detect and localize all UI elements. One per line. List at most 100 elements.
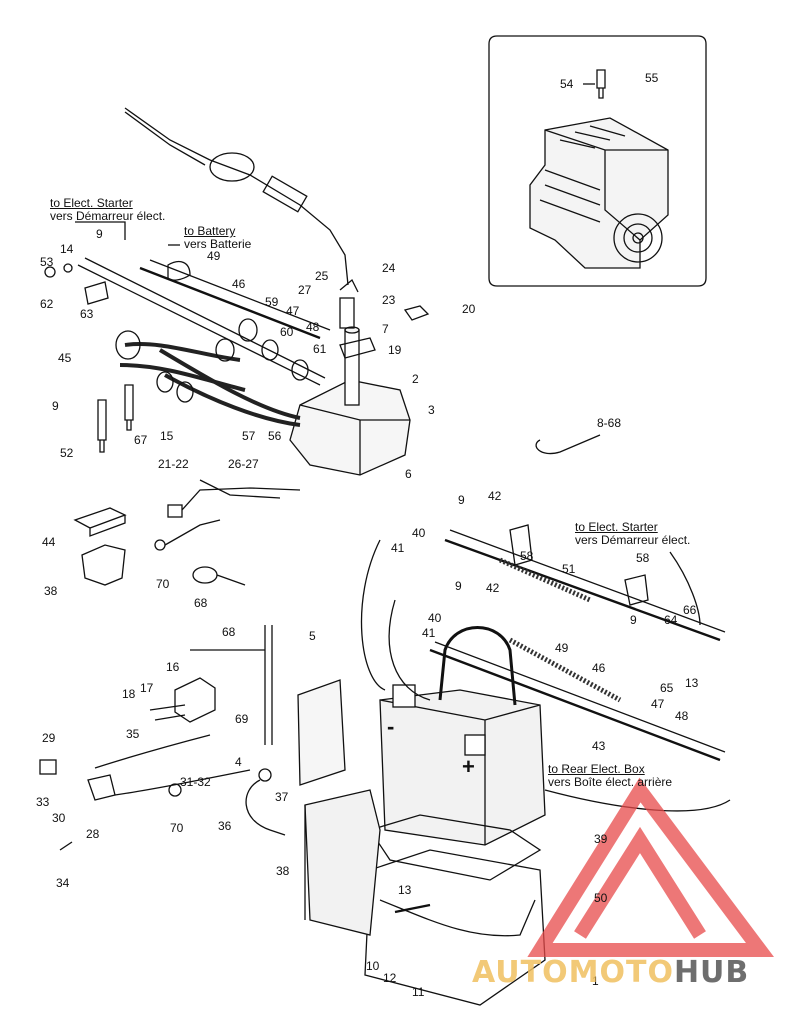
- callout-40: 40: [412, 526, 426, 540]
- callout-38: 38: [44, 584, 58, 598]
- engine-block: [529, 117, 669, 269]
- callout-58: 58: [520, 549, 534, 563]
- callout-65: 65: [660, 681, 674, 695]
- callout-34: 34: [56, 876, 70, 890]
- callout-10: 10: [366, 959, 380, 973]
- callout-41: 41: [391, 541, 405, 555]
- callout-45: 45: [58, 351, 72, 365]
- callout-70: 70: [156, 577, 170, 591]
- callout-35: 35: [126, 727, 140, 741]
- callout-17: 17: [140, 681, 154, 695]
- callout-49: 49: [207, 249, 221, 263]
- callout-68: 68: [222, 625, 236, 639]
- callout-48: 48: [675, 709, 689, 723]
- temperature-sensor: [596, 69, 606, 99]
- callout-15: 15: [160, 429, 174, 443]
- callout-53: 53: [40, 255, 54, 269]
- callout-33: 33: [36, 795, 50, 809]
- callout-47: 47: [286, 304, 300, 318]
- callout-8-68: 8-68: [597, 416, 622, 430]
- callout-39: 39: [594, 832, 608, 846]
- callout-62: 62: [40, 297, 54, 311]
- callout-69: 69: [235, 712, 249, 726]
- bracket-38: [81, 544, 126, 586]
- callout-27: 27: [298, 283, 312, 297]
- callout-20: 20: [462, 302, 476, 316]
- callout-52: 52: [60, 446, 74, 460]
- tie-strap: [535, 434, 601, 455]
- callout-6: 6: [405, 467, 412, 481]
- callout-36: 36: [218, 819, 232, 833]
- callout-42: 42: [488, 489, 502, 503]
- battery: [379, 689, 546, 846]
- battery-box: [304, 789, 381, 936]
- callout-26-27: 26-27: [228, 457, 259, 471]
- fuse-holder: [73, 507, 127, 537]
- callout-13: 13: [398, 883, 412, 897]
- callout-29: 29: [42, 731, 56, 745]
- battery-positive-sign: +: [462, 754, 475, 779]
- callout-9: 9: [458, 493, 465, 507]
- callout-28: 28: [86, 827, 100, 841]
- callout-59: 59: [265, 295, 279, 309]
- callout-46: 46: [232, 277, 246, 291]
- callout-13: 13: [685, 676, 699, 690]
- watermark-text: AUTOMOTOHUB: [472, 955, 750, 990]
- callout-4: 4: [235, 755, 242, 769]
- callout-64: 64: [664, 613, 678, 627]
- callout-23: 23: [382, 293, 396, 307]
- callout-18: 18: [122, 687, 136, 701]
- battery-pad: [368, 814, 542, 881]
- callout-25: 25: [315, 269, 329, 283]
- cable-51: [444, 538, 721, 642]
- callout-50: 50: [594, 891, 608, 905]
- callout-43: 43: [592, 739, 606, 753]
- callout-60: 60: [280, 325, 294, 339]
- callout-44: 44: [42, 535, 56, 549]
- callout-40: 40: [428, 611, 442, 625]
- callout-9: 9: [96, 227, 103, 241]
- callout-68: 68: [194, 596, 208, 610]
- callout-49: 49: [555, 641, 569, 655]
- callout-5: 5: [309, 629, 316, 643]
- callout-31-32: 31-32: [180, 775, 211, 789]
- callout-42: 42: [486, 581, 500, 595]
- engine-inset-frame: [488, 35, 707, 287]
- callout-12: 12: [383, 971, 397, 985]
- callout-21-22: 21-22: [158, 457, 189, 471]
- callout-19: 19: [388, 343, 402, 357]
- callout-30: 30: [52, 811, 66, 825]
- spark-plug: [124, 384, 134, 431]
- callout-48: 48: [306, 320, 320, 334]
- cable-group-top: [77, 257, 331, 427]
- solenoid-relay: [174, 677, 216, 723]
- callout-70: 70: [170, 821, 184, 835]
- callout-14: 14: [60, 242, 74, 256]
- callout-55: 55: [645, 71, 659, 85]
- battery-negative-sign: -: [387, 714, 395, 739]
- callout-46: 46: [592, 661, 606, 675]
- battery-tray: [364, 849, 546, 1006]
- callout-54: 54: [560, 77, 574, 91]
- callout-63: 63: [80, 307, 94, 321]
- callout-2: 2: [412, 372, 419, 386]
- callout-66: 66: [683, 603, 697, 617]
- callout-3: 3: [428, 403, 435, 417]
- callout-57: 57: [242, 429, 256, 443]
- callout-47: 47: [651, 697, 665, 711]
- callout-51: 51: [562, 562, 576, 576]
- spark-plug: [97, 399, 107, 453]
- callout-9: 9: [630, 613, 637, 627]
- callout-16: 16: [166, 660, 180, 674]
- callout-56: 56: [268, 429, 282, 443]
- callout-37: 37: [275, 790, 289, 804]
- callout-24: 24: [382, 261, 396, 275]
- callout-61: 61: [313, 342, 327, 356]
- callout-41: 41: [422, 626, 436, 640]
- callout-58: 58: [636, 551, 650, 565]
- callout-38: 38: [276, 864, 290, 878]
